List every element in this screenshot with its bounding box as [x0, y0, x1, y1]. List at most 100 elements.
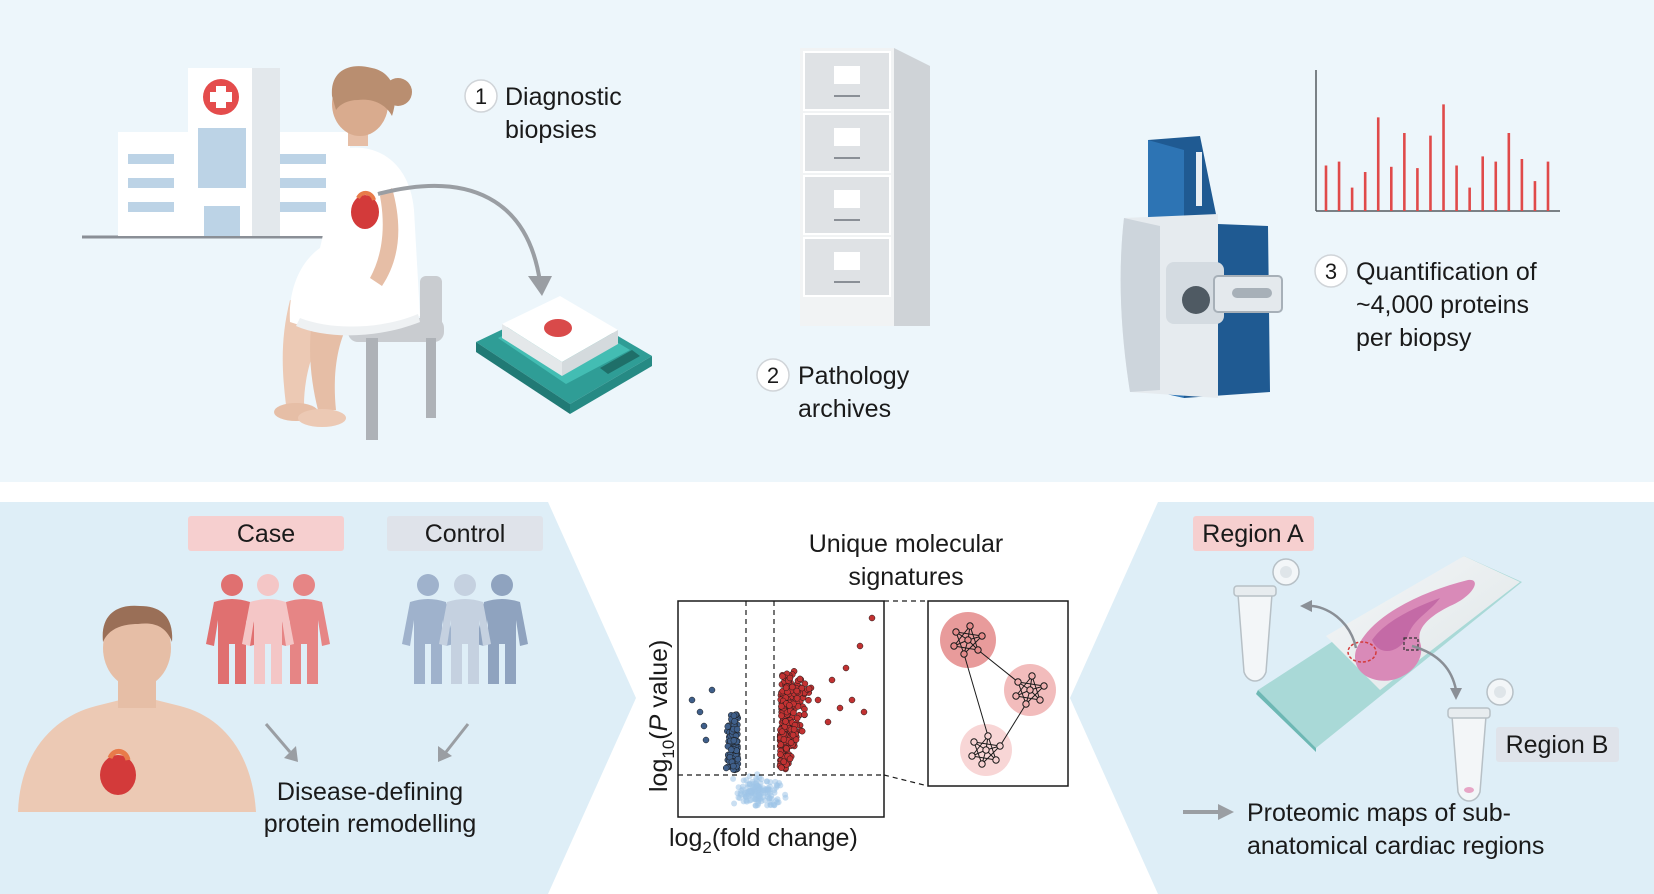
- step-1-number-badge: [464, 79, 498, 113]
- person-figure: [439, 574, 491, 684]
- region-a-label: Region A: [1202, 520, 1304, 548]
- region-b-label: Region B: [1506, 731, 1609, 759]
- step-3-label: 3 Quantification of ~4,000 proteins per …: [1314, 254, 1537, 352]
- network-node: [1036, 696, 1044, 704]
- volcano-point-up: [796, 675, 804, 683]
- signatures-label-line1: Unique molecular: [809, 530, 1004, 558]
- network-node: [1026, 686, 1034, 694]
- volcano-point-up: [790, 709, 797, 717]
- network-node: [978, 632, 986, 640]
- volcano-point-up: [786, 674, 794, 682]
- network-node: [1028, 672, 1036, 680]
- volcano-point-up: [779, 673, 786, 680]
- volcano-point-up: [778, 764, 785, 771]
- control-arrow: [438, 723, 470, 762]
- step-2-title-line1: Pathology: [798, 362, 910, 390]
- volcano-point-down: [731, 718, 738, 725]
- region-b-tag: Region B: [1496, 727, 1619, 762]
- network-node: [992, 756, 1000, 764]
- volcano-point-ns: [771, 802, 778, 809]
- volcano-point-up: [801, 705, 808, 713]
- remodelling-label-line2: protein remodelling: [264, 810, 477, 838]
- step-1-title-line2: biopsies: [505, 116, 597, 144]
- network-node: [970, 738, 978, 746]
- step-1-number: 1: [475, 84, 487, 109]
- step-3-number: 3: [1325, 259, 1337, 284]
- network-nodes: [950, 622, 1048, 768]
- legend-arrow-icon: [1183, 804, 1234, 820]
- volcano-point-up: [778, 703, 785, 710]
- volcano-point-ns: [734, 790, 741, 797]
- volcano-point-up: [792, 736, 800, 743]
- volcano-point-ns: [767, 779, 774, 786]
- volcano-point-ns: [755, 792, 762, 799]
- volcano-point-up: [801, 680, 809, 687]
- network-node: [950, 642, 958, 650]
- volcano-point-down: [702, 736, 710, 744]
- network-node: [974, 646, 982, 654]
- person-figure: [242, 574, 294, 684]
- step-2-number: 2: [767, 363, 779, 388]
- network-node: [1040, 682, 1048, 690]
- case-people-icon: [206, 574, 330, 684]
- network-node: [978, 760, 986, 768]
- biopsy-tray-icon: [476, 296, 652, 414]
- mass-spectrum-chart: [1315, 70, 1560, 212]
- volcano-point-ns: [748, 792, 755, 799]
- volcano-point-down: [734, 755, 742, 763]
- volcano-point-ns: [752, 802, 759, 809]
- network-node: [968, 752, 976, 760]
- network-node: [966, 622, 974, 630]
- volcano-point-down: [727, 746, 735, 753]
- volcano-point-down: [708, 686, 716, 694]
- volcano-point-down: [700, 722, 708, 730]
- volcano-point-up: [842, 664, 850, 672]
- volcano-point-ns: [731, 800, 738, 807]
- volcano-point-ns: [760, 785, 767, 792]
- volcano-point-up: [793, 695, 801, 702]
- volcano-point-up: [798, 727, 806, 735]
- person-figure: [278, 574, 330, 684]
- volcano-point-up: [801, 711, 808, 718]
- network-node: [996, 742, 1004, 750]
- volcano-point-ns: [782, 791, 789, 798]
- step-1-label: 1 Diagnostic biopsies: [464, 79, 622, 144]
- volcano-point-ns: [756, 774, 763, 781]
- volcano-plot: [677, 600, 885, 818]
- network-node: [982, 746, 990, 754]
- volcano-point-down: [730, 712, 738, 719]
- volcano-point-up: [794, 714, 801, 722]
- volcano-point-up: [778, 728, 786, 735]
- step-3-title-line3: per biopsy: [1356, 324, 1472, 352]
- network-node: [1014, 678, 1022, 686]
- volcano-point-up: [789, 731, 797, 739]
- volcano-point-up: [782, 718, 789, 725]
- volcano-point-ns: [730, 775, 737, 782]
- volcano-point-ns: [746, 773, 753, 780]
- protein-network-panel: [927, 600, 1069, 787]
- volcano-point-ns: [754, 783, 761, 789]
- volcano-point-up: [786, 702, 793, 709]
- volcano-point-up: [793, 687, 801, 695]
- network-node: [1012, 692, 1020, 700]
- volcano-point-up: [786, 755, 794, 763]
- volcano-point-up: [824, 718, 832, 726]
- network-node: [984, 732, 992, 740]
- volcano-point-up: [828, 676, 836, 684]
- proteomic-maps-label-line1: Proteomic maps of sub-: [1247, 799, 1511, 827]
- signatures-label-line2: signatures: [848, 563, 963, 591]
- step-3-number-badge: [1314, 254, 1348, 288]
- volcano-point-up: [860, 708, 868, 716]
- control-label: Control: [425, 520, 506, 548]
- volcano-point-up: [782, 684, 790, 692]
- volcano-point-up: [777, 751, 784, 758]
- control-tag: Control: [387, 516, 543, 551]
- volcano-point-down: [696, 708, 704, 716]
- step-1-title-line1: Diagnostic: [505, 83, 622, 111]
- case-tag: Case: [188, 516, 344, 551]
- volcano-point-up: [856, 642, 864, 650]
- region-a-tag: Region A: [1193, 516, 1314, 551]
- step-3-title-line1: Quantification of: [1356, 258, 1537, 286]
- volcano-point-up: [805, 685, 813, 692]
- volcano-point-up: [868, 614, 876, 622]
